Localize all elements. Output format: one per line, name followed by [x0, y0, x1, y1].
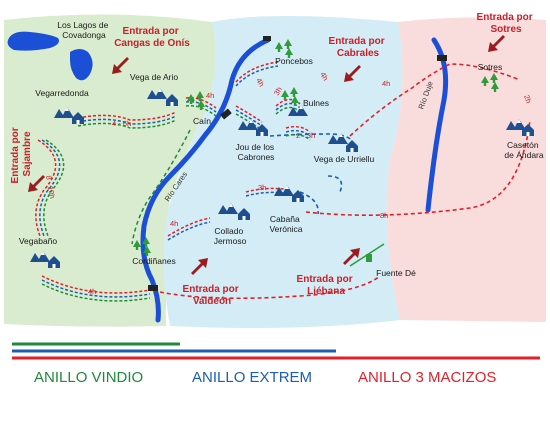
label-urriellu: Vega de Urriellu: [314, 154, 375, 164]
zone-picos-central: [163, 16, 403, 328]
zone-picos-occidental: [4, 14, 216, 327]
label-fuente-de: Fuente Dé: [376, 268, 416, 278]
entry-sotres: Entrada por Sotres: [477, 12, 536, 35]
dur-sajambre-vegarredonda: 8 - 10h: [44, 175, 57, 200]
route-3-macizos: [159, 63, 531, 300]
entry-cabrales: Entrada por Cabrales: [329, 36, 388, 59]
dur-bulnes-jou: 2 - 3h: [296, 131, 315, 140]
label-jou: Jou de los Cabrones: [235, 142, 276, 162]
zone-picos-oriental: [386, 17, 546, 323]
lake-ercina: [70, 49, 93, 81]
legend-extrem: ANILLO EXTREM: [192, 369, 312, 386]
label-cain: Caín: [193, 116, 211, 126]
label-vegabano: Vegabaño: [19, 236, 58, 246]
label-poncebos: Poncebos: [275, 56, 313, 66]
dur-cabana-collado: 3h: [258, 183, 266, 192]
river-duje: [425, 37, 449, 213]
dur-sotres-andara: 2h: [522, 94, 533, 105]
legend-macizos: ANILLO 3 MACIZOS: [358, 369, 496, 386]
dur-fuente-sotres: 8h: [380, 211, 388, 220]
bridge-sotres: [437, 55, 447, 61]
label-cabana: Cabaña Verónica: [269, 214, 302, 234]
bridge-cordinanes: [148, 285, 158, 291]
dur-cain-poncebos: 3h: [272, 85, 284, 97]
dur-vegarredonda-ario: 4 - 6h: [112, 119, 131, 128]
legend-vindio: ANILLO VINDIO: [34, 369, 143, 386]
label-collado: Collado Jermoso: [214, 226, 247, 246]
dur-collado-cordinanes: 4h: [170, 219, 178, 228]
dur-sotres-urriellu: 4h: [382, 79, 390, 88]
bridge-cain: [220, 108, 232, 120]
lake-enol: [7, 31, 60, 51]
dur-ario-cain: 4h: [254, 77, 266, 89]
bridge-poncebos: [263, 36, 271, 41]
label-sotres: Sotres: [478, 62, 503, 72]
label-vegarredonda: Vegarredonda: [35, 88, 89, 98]
label-vega-ario: Vega de Ario: [130, 72, 178, 82]
label-cordinanes: Cordiñanes: [132, 256, 175, 266]
route-cain-cordinanes: [131, 129, 191, 245]
dur-vegabano: 4h: [88, 287, 96, 296]
river-cares: [140, 37, 271, 323]
cable-car-cabin-icon: [366, 254, 372, 262]
label-bulnes: Bulnes: [303, 98, 329, 108]
entry-liebana: Entrada por Liébana: [297, 274, 356, 297]
label-lagos: Los Lagos de Covadonga: [57, 20, 110, 40]
entry-sajambre: Entrada por Sajambre: [10, 125, 33, 184]
entry-valdeon: Entrada por Valdeón: [183, 284, 242, 307]
label-andara: Casetón de Ándara: [504, 140, 543, 160]
entry-cangas: Entrada por Cangas de Onís: [114, 26, 190, 49]
dur-poncebos-bulnes: 4h: [318, 71, 330, 83]
dur-cangas-ario: 4h: [206, 91, 214, 100]
